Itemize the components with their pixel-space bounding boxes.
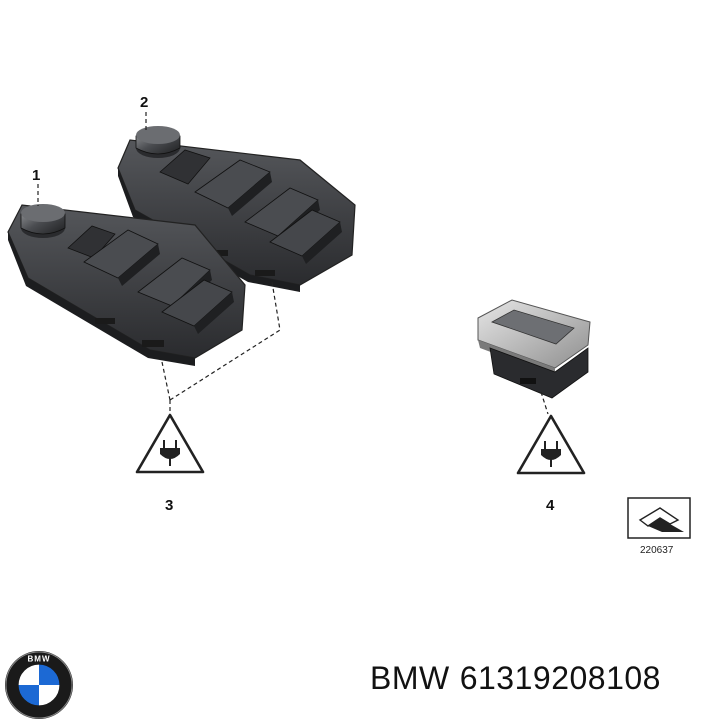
brand-name: BMW <box>370 660 450 696</box>
callout-4: 4 <box>546 497 555 514</box>
page-reference-icon <box>627 497 691 539</box>
callout-2: 2 <box>140 94 148 111</box>
plug-warning-icon <box>135 413 205 474</box>
reference-number: 220637 <box>640 545 674 556</box>
bmw-logo: BMW <box>5 651 73 719</box>
callout-3: 3 <box>165 497 173 514</box>
logo-letters: BMW <box>28 655 51 664</box>
plug-warning-icon <box>516 414 586 475</box>
window-switch-block-1 <box>7 204 246 366</box>
part-number: 61319208108 <box>459 660 661 696</box>
leader-lines <box>37 112 549 415</box>
window-switch-block-2 <box>117 126 356 292</box>
callout-1: 1 <box>32 167 40 184</box>
single-window-switch-4 <box>477 299 591 399</box>
